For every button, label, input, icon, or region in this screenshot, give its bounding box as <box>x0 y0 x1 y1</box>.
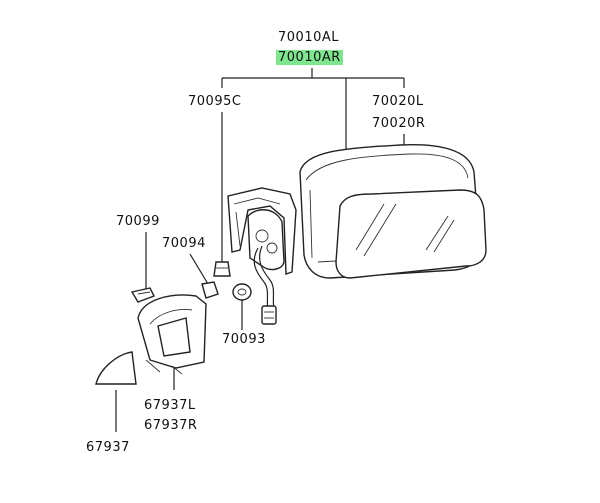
part-label-67937r: 67937R <box>144 418 198 433</box>
part-label-70094: 70094 <box>162 236 206 251</box>
part-label-70020r: 70020R <box>372 116 426 131</box>
screw-70095c <box>213 261 231 277</box>
grommet-70093 <box>232 283 252 301</box>
part-label-67937l: 67937L <box>144 398 196 413</box>
screw-70099 <box>130 287 155 303</box>
part-label-70020l: 70020L <box>372 94 424 109</box>
mirror-base-bracket <box>227 187 297 275</box>
inner-cover-67937 <box>137 294 207 375</box>
highlight-marker: 70010AR <box>276 50 343 65</box>
part-label-70095c: 70095C <box>188 94 242 109</box>
part-label-70093: 70093 <box>222 332 266 347</box>
part-label-70099: 70099 <box>116 214 160 229</box>
clip-70094 <box>201 281 219 299</box>
part-label-67937: 67937 <box>86 440 130 455</box>
mirror-glass <box>335 189 487 279</box>
wire-harness <box>253 245 277 325</box>
corner-cap-67937 <box>95 351 137 385</box>
part-label-70010al: 70010AL <box>278 30 339 45</box>
part-label-70010ar: 70010AR <box>276 50 343 66</box>
